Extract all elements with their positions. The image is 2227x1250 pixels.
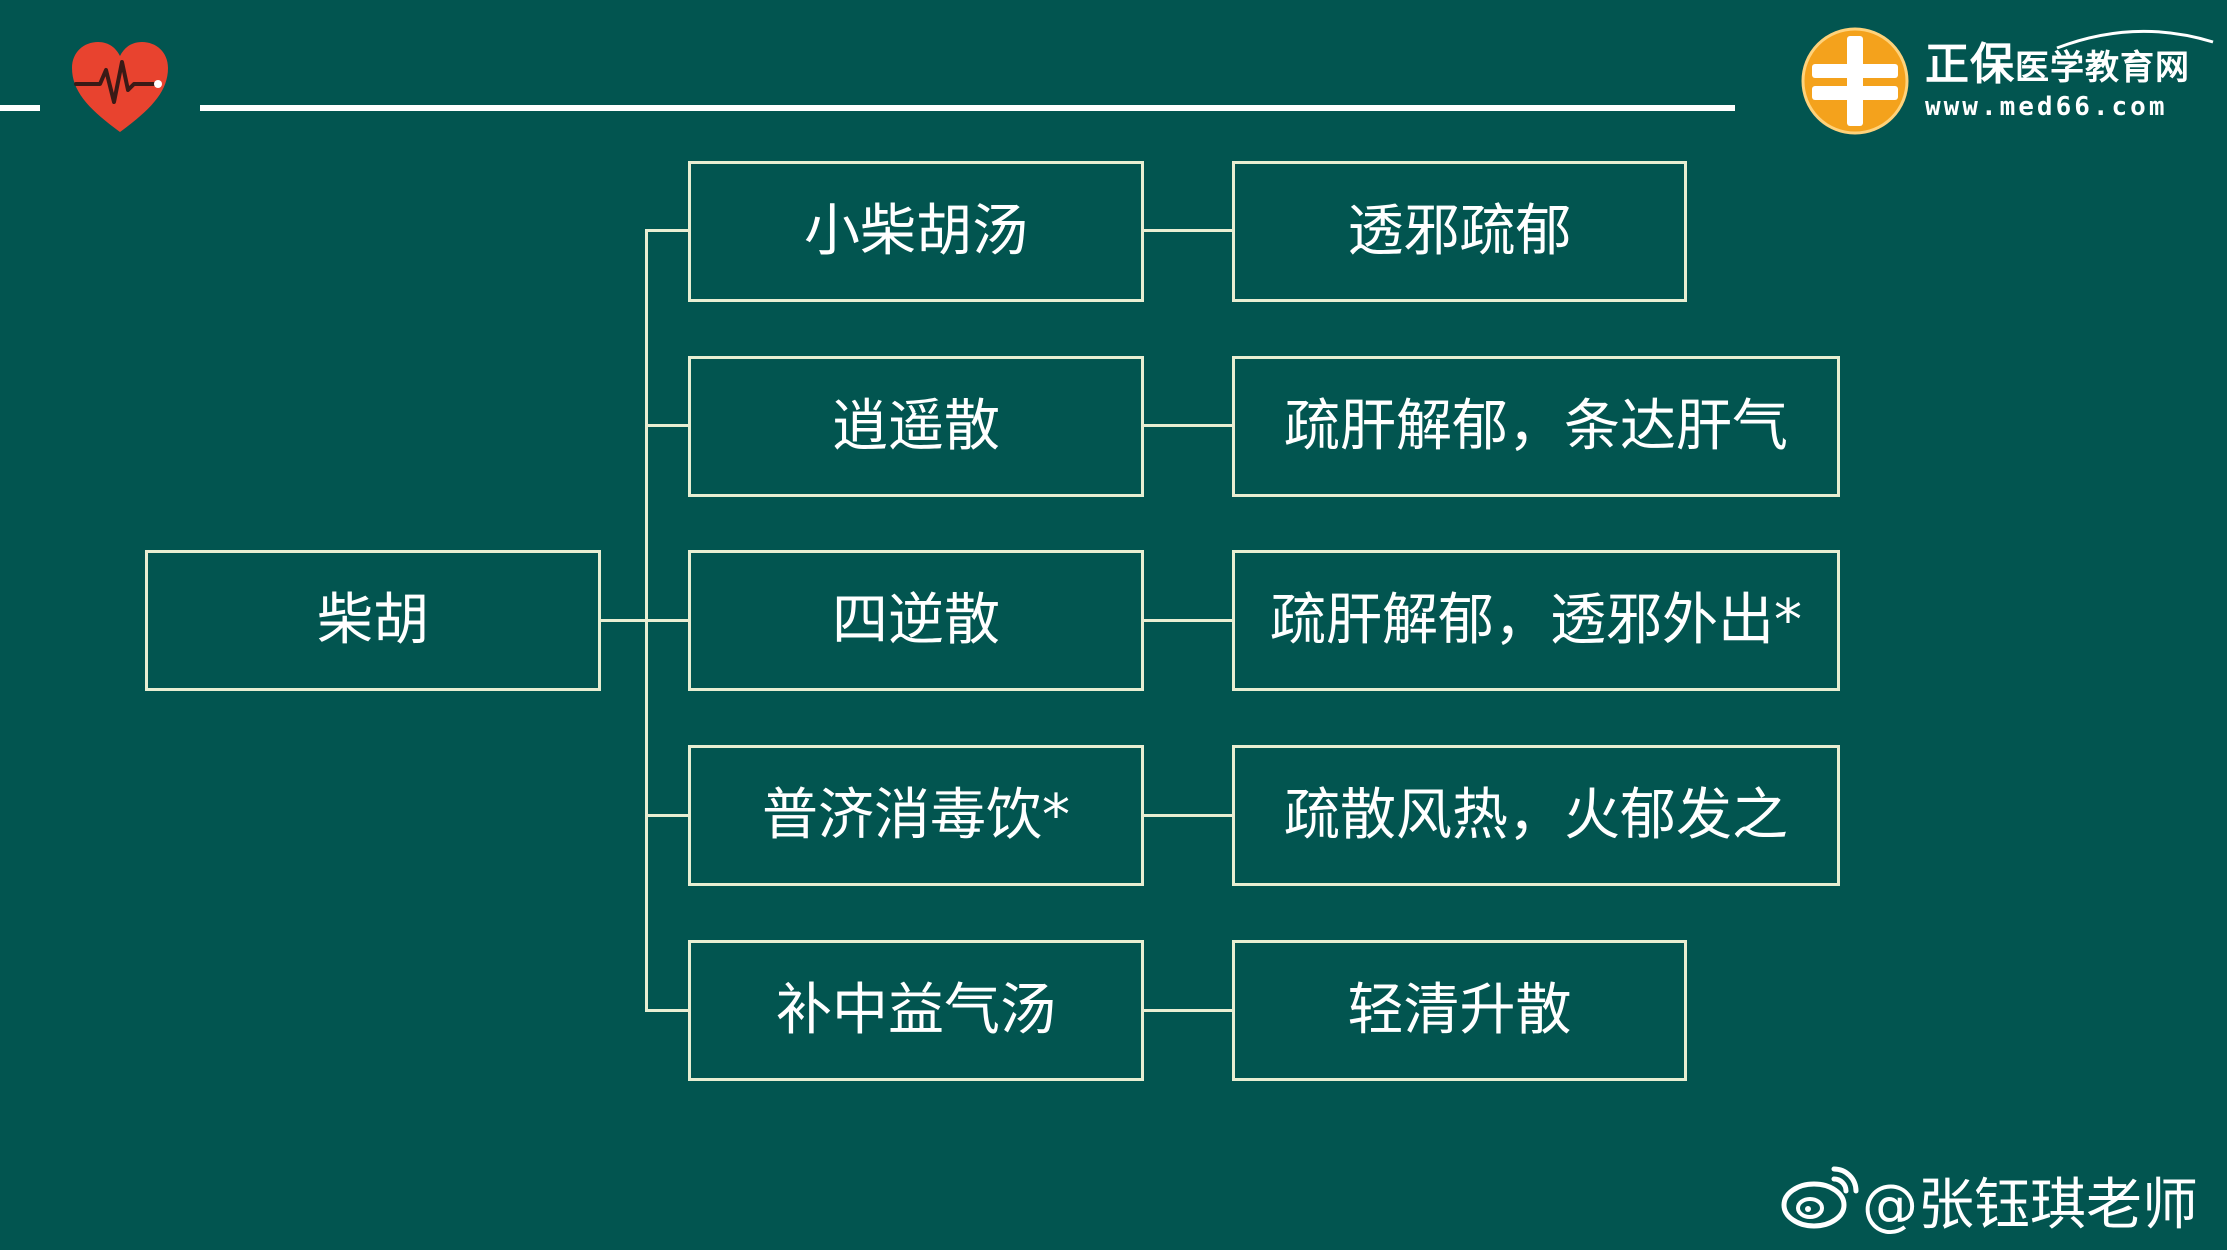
effect-node: 疏散风热，火郁发之 [1232, 745, 1840, 886]
connector-trunk-branch-5 [645, 1009, 690, 1012]
connector-root-trunk [599, 619, 647, 622]
effect-node: 透邪疏郁 [1232, 161, 1687, 302]
effect-node: 疏肝解郁，透邪外出* [1232, 550, 1840, 691]
formula-node: 补中益气汤 [688, 940, 1144, 1081]
formula-node: 四逆散 [688, 550, 1144, 691]
formula-node: 逍遥散 [688, 356, 1144, 497]
heart-ecg-icon [72, 42, 168, 132]
connector-trunk-branch-3 [645, 619, 690, 622]
author-watermark: @张钰琪老师 [1862, 1173, 2198, 1238]
effect-node: 轻清升散 [1232, 940, 1687, 1081]
formula-node: 普济消毒饮* [688, 745, 1144, 886]
connector-trunk-branch-1 [645, 229, 690, 232]
formula-node: 小柴胡汤 [688, 161, 1144, 302]
connector-formula-effect-1 [1143, 229, 1234, 232]
brand-name-small: 医学教育网 [2015, 48, 2190, 88]
header-rule-left [0, 105, 40, 111]
root-node: 柴胡 [145, 550, 601, 691]
connector-formula-effect-3 [1143, 619, 1234, 622]
connector-formula-effect-2 [1143, 424, 1234, 427]
brand-url: www.med66.com [1925, 92, 2168, 122]
connector-trunk-branch-4 [645, 814, 690, 817]
effect-node: 疏肝解郁，条达肝气 [1232, 356, 1840, 497]
connector-trunk-branch-2 [645, 424, 690, 427]
brand-name: 正保医学教育网 [1925, 28, 2190, 92]
connector-formula-effect-4 [1143, 814, 1234, 817]
brand-name-big: 正保 [1925, 39, 2015, 90]
connector-formula-effect-5 [1143, 1009, 1234, 1012]
weibo-icon [1781, 1166, 1859, 1229]
brand-swoosh-icon [2056, 29, 2214, 50]
med66-logo-icon [1801, 27, 1909, 135]
header-rule-main [200, 105, 1735, 111]
